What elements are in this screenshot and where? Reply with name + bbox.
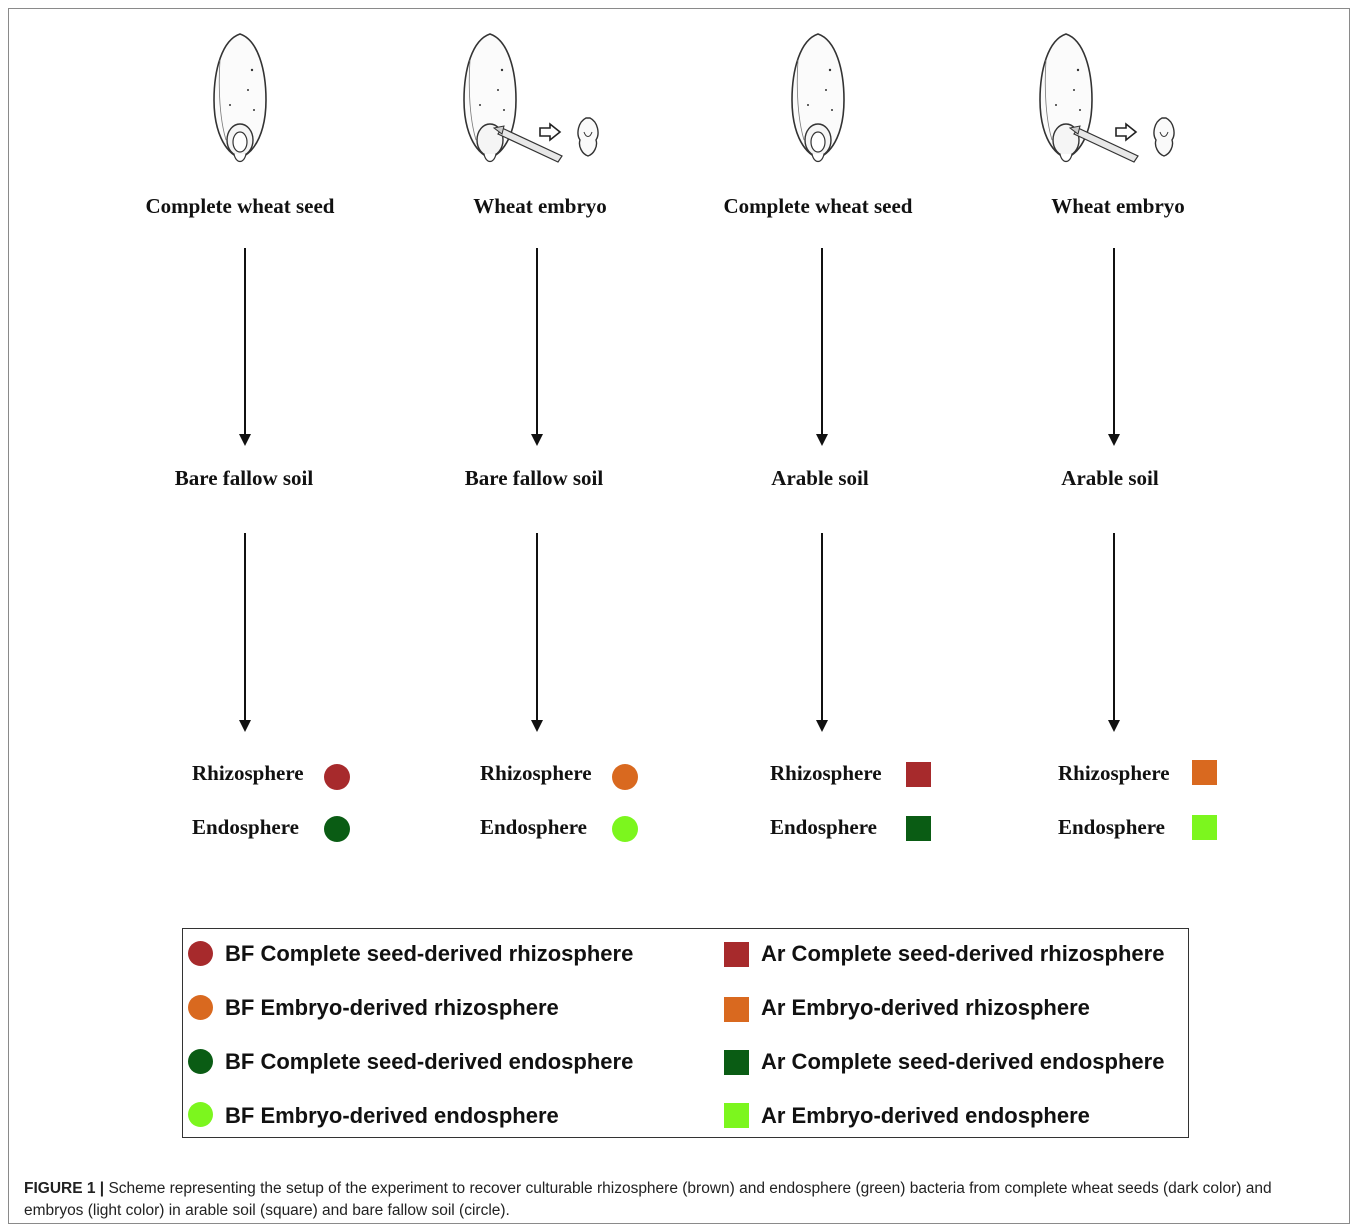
endosphere-label: Endosphere (480, 815, 587, 839)
legend-item: BF Complete seed-derived rhizosphere (225, 941, 634, 966)
endosphere-label: Endosphere (1058, 815, 1165, 839)
legend-marker (724, 1050, 749, 1075)
endosphere-label: Endosphere (192, 815, 299, 839)
arrow-shaft (821, 248, 823, 436)
endosphere-label: Endosphere (770, 815, 877, 839)
legend-marker (188, 1102, 213, 1127)
legend-item: BF Complete seed-derived endosphere (225, 1049, 634, 1074)
legend-item: BF Embryo-derived rhizosphere (225, 995, 559, 1020)
endosphere-marker (324, 816, 350, 842)
arrow-shaft (1113, 248, 1115, 436)
rhizosphere-label: Rhizosphere (1058, 761, 1170, 785)
arrow-shaft (1113, 533, 1115, 721)
arrow-shaft (821, 533, 823, 721)
legend-marker (724, 942, 749, 967)
legend-marker (188, 941, 213, 966)
legend-marker (724, 997, 749, 1022)
soil-type-label: Bare fallow soil (174, 466, 314, 490)
figure-caption: FIGURE 1 | Scheme representing the setup… (24, 1178, 1324, 1222)
rhizosphere-label: Rhizosphere (770, 761, 882, 785)
soil-type-label: Arable soil (1061, 466, 1159, 490)
arrow-head-icon (1108, 720, 1120, 732)
legend-marker (188, 995, 213, 1020)
legend-box: BF Complete seed-derived rhizosphere BF … (182, 928, 1189, 1138)
rhizosphere-marker (906, 762, 931, 787)
rhizosphere-marker (1192, 760, 1217, 785)
arrow-head-icon (239, 434, 251, 446)
wheat-embryo-extraction-illustration (463, 33, 599, 163)
arrow-head-icon (1108, 434, 1120, 446)
wheat-embryo-extraction-illustration (1039, 33, 1175, 163)
legend-marker (188, 1049, 213, 1074)
legend-marker (724, 1103, 749, 1128)
soil-type-label: Arable soil (771, 466, 869, 490)
legend-item: Ar Embryo-derived rhizosphere (761, 995, 1090, 1020)
rhizosphere-marker (612, 764, 638, 790)
legend-item: Ar Complete seed-derived endosphere (761, 1049, 1165, 1074)
arrow-shaft (536, 533, 538, 721)
rhizosphere-label: Rhizosphere (480, 761, 592, 785)
wheat-seed-illustration (791, 33, 845, 163)
legend-item: Ar Complete seed-derived rhizosphere (761, 941, 1165, 966)
arrow-head-icon (816, 434, 828, 446)
arrow-shaft (244, 248, 246, 436)
arrow-head-icon (531, 720, 543, 732)
wheat-seed-illustration (213, 33, 267, 163)
endosphere-marker (612, 816, 638, 842)
column-title: Wheat embryo (1051, 194, 1185, 218)
column-title: Wheat embryo (473, 194, 607, 218)
arrow-shaft (244, 533, 246, 721)
caption-text: Scheme representing the setup of the exp… (24, 1180, 1272, 1219)
arrow-shaft (536, 248, 538, 436)
arrow-head-icon (816, 720, 828, 732)
legend-item: Ar Embryo-derived endosphere (761, 1103, 1090, 1128)
legend-item: BF Embryo-derived endosphere (225, 1103, 559, 1128)
soil-type-label: Bare fallow soil (464, 466, 604, 490)
column-title: Complete wheat seed (723, 194, 913, 218)
arrow-head-icon (531, 434, 543, 446)
rhizosphere-marker (324, 764, 350, 790)
arrow-head-icon (239, 720, 251, 732)
figure-frame (8, 8, 1350, 1224)
caption-label: FIGURE 1 | (24, 1180, 105, 1197)
column-title: Complete wheat seed (145, 194, 335, 218)
endosphere-marker (1192, 815, 1217, 840)
endosphere-marker (906, 816, 931, 841)
rhizosphere-label: Rhizosphere (192, 761, 304, 785)
